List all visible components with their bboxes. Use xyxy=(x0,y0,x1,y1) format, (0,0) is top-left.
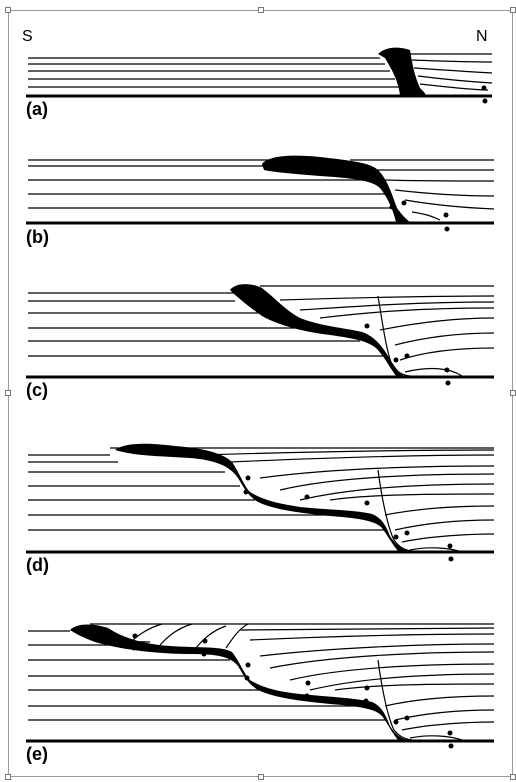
panel-a-section xyxy=(26,48,492,104)
panel-b-slab xyxy=(262,156,410,222)
panel-c-fault xyxy=(378,296,410,376)
panel-c-section xyxy=(26,284,494,385)
panel-d-section xyxy=(26,444,494,562)
panel-e-fault xyxy=(378,660,412,740)
panel-e-slab-1 xyxy=(70,625,408,741)
panel-c-label: (c) xyxy=(26,380,48,401)
panel-a-label: (a) xyxy=(26,99,48,120)
north-label: N xyxy=(476,28,488,46)
panel-d-label: (d) xyxy=(26,555,49,576)
panel-b-label: (b) xyxy=(26,227,49,248)
panel-e-label: (e) xyxy=(26,744,48,765)
panel-e-section xyxy=(26,624,494,749)
south-label: S xyxy=(22,28,33,46)
panel-b-section xyxy=(26,156,494,232)
panel-d-slab-1 xyxy=(115,444,408,551)
